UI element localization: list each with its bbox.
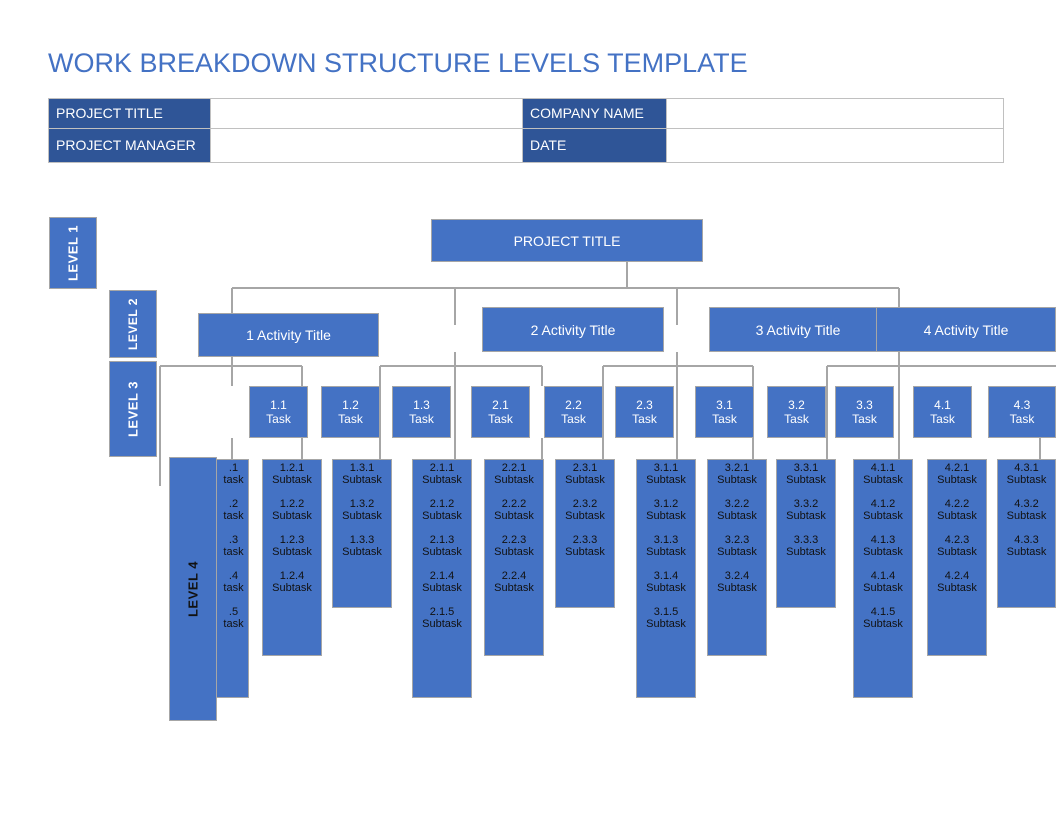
activity-1-node[interactable]: 1 Activity Title xyxy=(198,313,379,357)
project-manager-field[interactable] xyxy=(210,128,523,163)
project-title-label: PROJECT TITLE xyxy=(48,98,211,129)
date-label: DATE xyxy=(522,128,667,163)
page-title: WORK BREAKDOWN STRUCTURE LEVELS TEMPLATE xyxy=(48,48,748,78)
activity-2-node[interactable]: 2 Activity Title xyxy=(482,307,664,352)
date-field[interactable] xyxy=(666,128,1004,163)
company-name-field[interactable] xyxy=(666,98,1004,129)
level-1-label: LEVEL 1 xyxy=(49,217,97,289)
project-title-node[interactable]: PROJECT TITLE xyxy=(431,219,703,262)
project-info-table: PROJECT TITLE COMPANY NAME PROJECT MANAG… xyxy=(48,98,1004,163)
level-4-label: LEVEL 4 xyxy=(169,457,217,721)
project-manager-label: PROJECT MANAGER xyxy=(48,128,211,163)
level-2-label: LEVEL 2 xyxy=(109,290,157,358)
activity-3-node[interactable]: 3 Activity Title xyxy=(709,307,887,352)
project-title-field[interactable] xyxy=(210,98,523,129)
activity-4-node[interactable]: 4 Activity Title xyxy=(876,307,1056,352)
level-3-label: LEVEL 3 xyxy=(109,361,157,457)
